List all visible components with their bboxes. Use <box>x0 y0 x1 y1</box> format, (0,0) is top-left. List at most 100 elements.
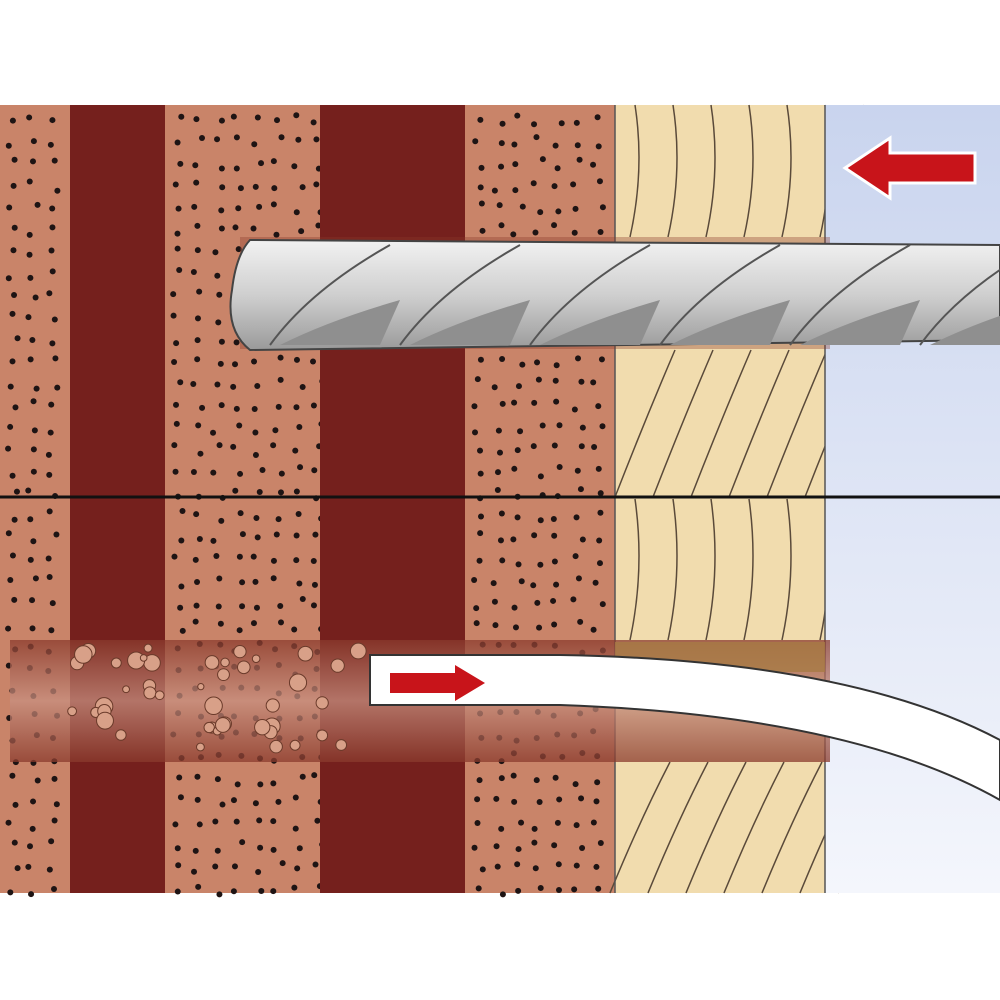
brick-pore <box>599 423 606 430</box>
brick-pore <box>299 596 306 603</box>
brick-pore <box>25 314 32 321</box>
brick-pore <box>194 579 201 586</box>
mortar-layer <box>320 105 465 893</box>
brick-pore <box>173 340 180 347</box>
brick-pore <box>251 141 258 148</box>
brick-pore <box>215 319 222 326</box>
brick-pore <box>196 288 203 295</box>
wall-layers <box>0 104 1000 898</box>
dust-particle <box>67 706 77 717</box>
wood-grain <box>647 761 709 894</box>
brick-pore <box>534 599 541 606</box>
brick-pore <box>230 888 237 895</box>
brick-pore <box>310 602 317 609</box>
brick-pore <box>573 822 580 829</box>
brick-pore <box>233 165 240 172</box>
brick-pore <box>532 229 539 236</box>
dust-particle <box>204 696 223 716</box>
brick-pore <box>517 428 524 435</box>
brick-pore <box>519 203 526 210</box>
brick-pore <box>519 361 526 368</box>
brick-pore <box>293 356 300 363</box>
wood-layer <box>615 105 825 893</box>
dust-particle <box>297 645 314 662</box>
brick-pore <box>573 514 580 521</box>
brick-pore <box>596 537 603 544</box>
brick-pore <box>551 442 558 449</box>
brick-pore <box>30 538 37 545</box>
brick-pore <box>477 513 484 520</box>
brick-pore <box>498 163 505 170</box>
brick-pore <box>498 222 505 229</box>
brick-pore <box>270 575 277 582</box>
brick-pore <box>11 224 18 231</box>
brick-pore <box>518 578 525 585</box>
brick-pore <box>477 356 484 363</box>
brick-pore <box>51 817 58 824</box>
brick-pore <box>479 227 486 234</box>
brick-pore <box>310 402 317 409</box>
brick-pore <box>270 818 277 825</box>
brick-pore <box>472 138 479 145</box>
brick-pore <box>239 579 246 586</box>
brick-pore <box>595 465 602 472</box>
brick-pore <box>193 179 200 186</box>
brick-pore <box>296 845 303 852</box>
arrow-left-icon <box>842 135 977 201</box>
brick-pore <box>299 383 306 390</box>
brick-pore <box>272 427 279 434</box>
brick-pore <box>531 839 538 846</box>
brick-pore <box>554 165 561 172</box>
brick-pore <box>25 863 32 870</box>
brick-pore <box>533 777 540 784</box>
brick-pore <box>476 777 483 784</box>
brick-pore <box>477 116 484 123</box>
dust-particle <box>203 721 215 734</box>
brick-pore <box>593 798 600 805</box>
brick-pore <box>499 400 506 407</box>
brick-pore <box>251 358 258 365</box>
brick-pore <box>29 625 36 632</box>
brick-pore <box>9 117 16 124</box>
brick-pore <box>46 574 53 581</box>
brick-pore <box>571 229 578 236</box>
brick-pore <box>194 222 201 229</box>
brick-pore <box>594 114 601 121</box>
brick-pore <box>230 797 237 804</box>
brick-pore <box>552 774 559 781</box>
brick-pore <box>275 516 282 523</box>
brick-pore <box>218 117 225 124</box>
brick-pore <box>311 467 318 474</box>
brick-pore <box>213 553 220 560</box>
brick-pore <box>49 224 56 231</box>
brick-pore <box>27 556 34 563</box>
brick-pore <box>250 553 257 560</box>
brick-pore <box>498 140 505 147</box>
brick-pore <box>531 121 538 128</box>
brick-pore <box>235 246 242 253</box>
brick-pore <box>254 114 261 121</box>
brick-pore <box>214 272 221 279</box>
brick-pore <box>216 291 223 298</box>
brick-pore <box>531 399 538 406</box>
brick-pore <box>7 383 14 390</box>
brick-pore <box>274 117 281 124</box>
brick-pore <box>578 795 585 802</box>
brick-pore <box>553 581 560 588</box>
brick-pore <box>199 135 206 142</box>
brick-pore <box>576 156 583 163</box>
brick-pore <box>590 819 597 826</box>
brick-pore <box>51 316 58 323</box>
brick-pore <box>579 845 586 852</box>
brick-pore <box>510 772 517 779</box>
brick-pore <box>291 626 298 633</box>
brick-pore <box>214 136 221 143</box>
brick-pore <box>237 510 244 517</box>
dust-particle <box>254 719 271 736</box>
brick-pore <box>25 487 32 494</box>
dust-particle <box>154 690 165 701</box>
brick-pore <box>171 553 178 560</box>
wood-grain <box>705 104 716 238</box>
wood-grain <box>781 498 792 641</box>
